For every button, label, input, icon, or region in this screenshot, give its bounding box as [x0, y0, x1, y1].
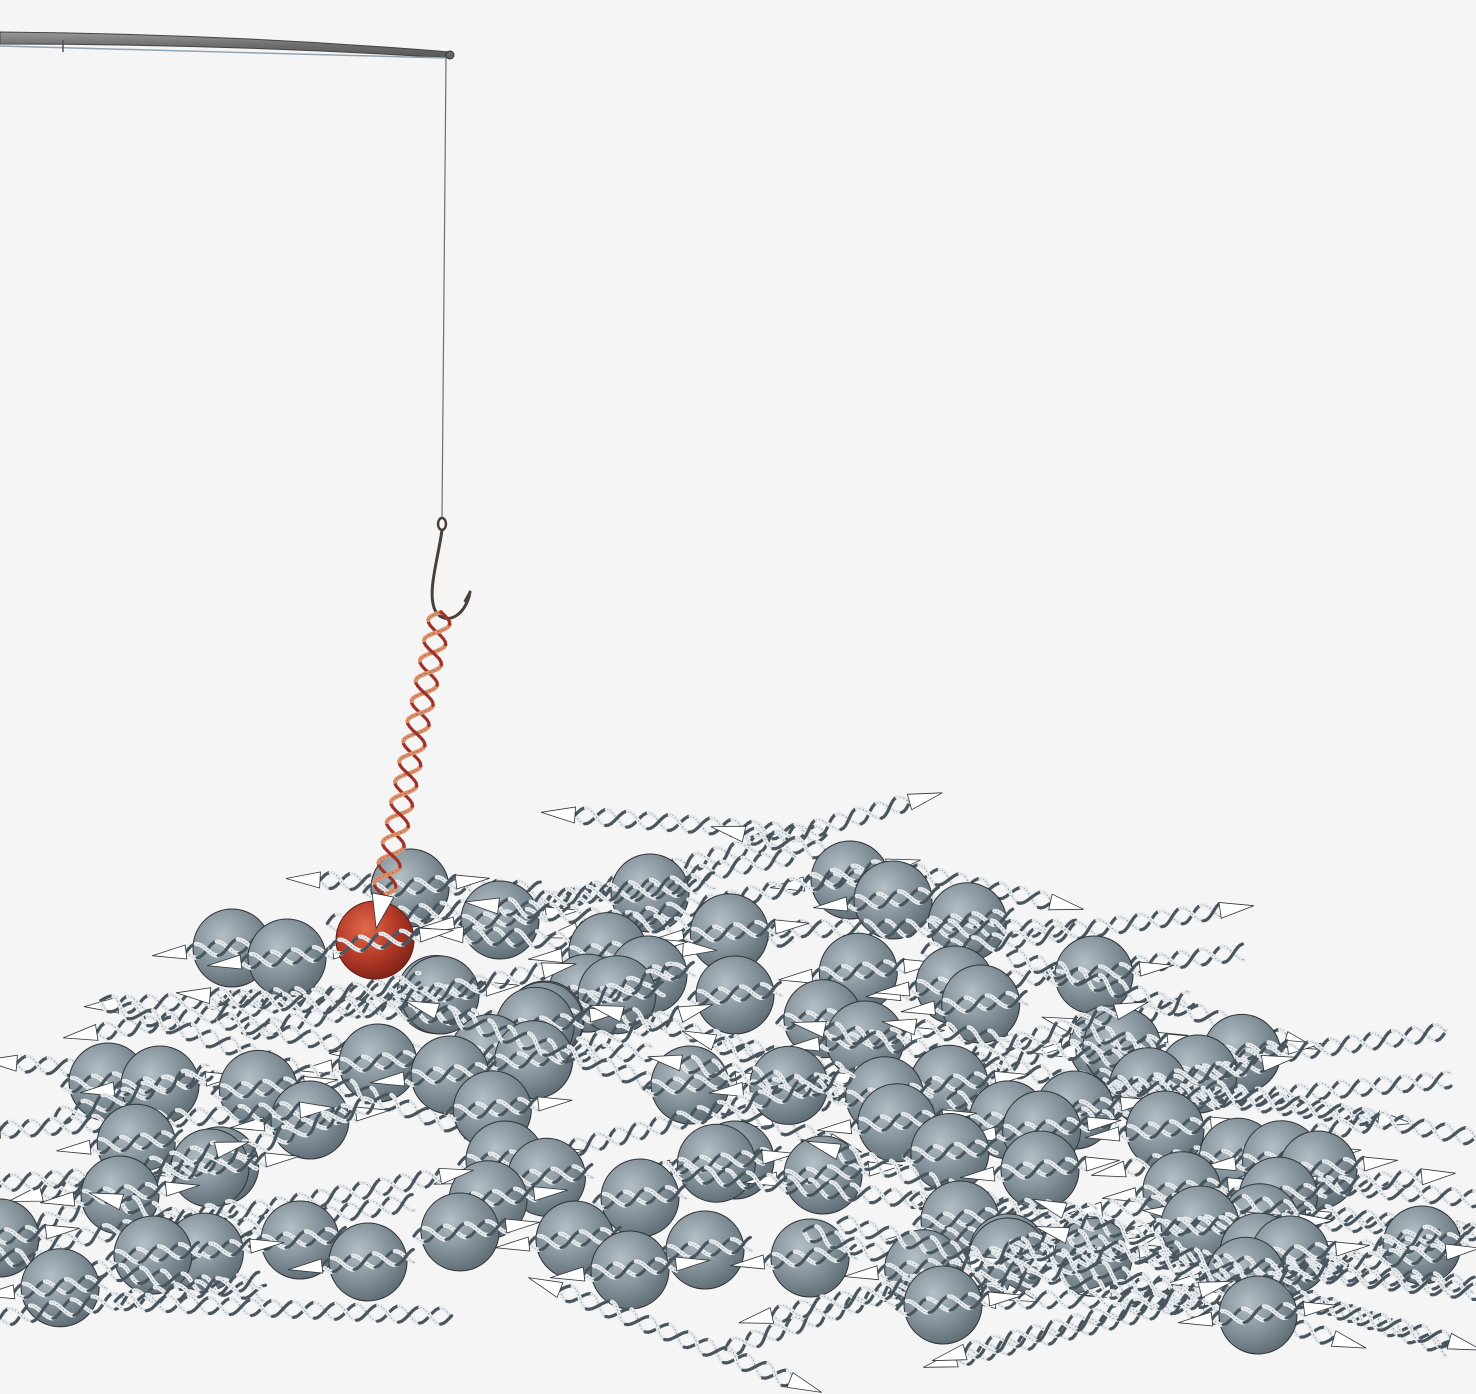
- dna-helix-icon: [528, 1278, 821, 1393]
- fishing-hook-icon: [432, 518, 470, 618]
- dna-helix-icon: [115, 1294, 451, 1324]
- fishing-rod-icon: [0, 32, 454, 59]
- chromatin-pile: [0, 793, 1476, 1393]
- fishing-line-icon: [442, 58, 446, 518]
